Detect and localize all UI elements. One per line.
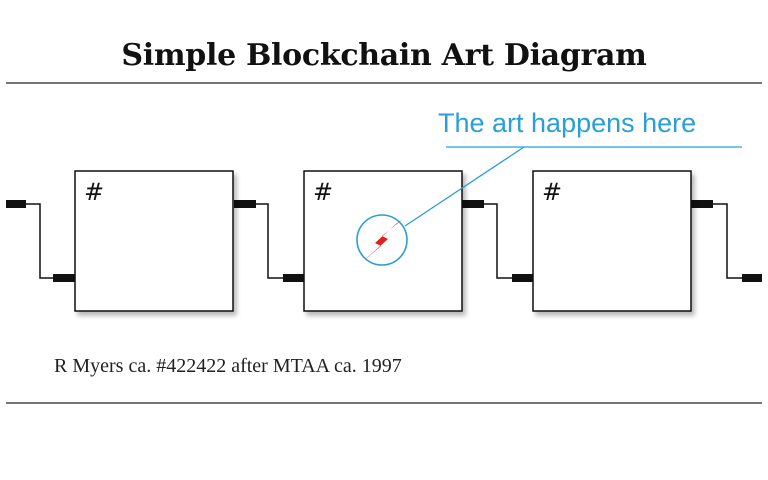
pad-b1-out: [234, 200, 256, 208]
block-1-hash: #: [84, 178, 104, 206]
block-1: #: [74, 170, 234, 312]
pad-b1-in: [53, 274, 75, 282]
pad-b2-in: [283, 274, 305, 282]
annotation-callout: The art happens here: [404, 108, 742, 227]
lightning-bolt-icon: [361, 219, 403, 263]
block-2-hash: #: [313, 178, 333, 206]
connector-1-2: [253, 203, 283, 279]
connector-2-3: [481, 203, 512, 279]
block-3-hash: #: [542, 178, 562, 206]
pad-b2-out: [462, 200, 484, 208]
diagram-title: Simple Blockchain Art Diagram: [121, 38, 647, 73]
connector-pads: [6, 200, 762, 282]
connector-outgoing: [711, 203, 742, 279]
pad-b3-in: [512, 274, 534, 282]
callout-pointer: [404, 146, 525, 227]
annotation-label: The art happens here: [438, 108, 696, 138]
art-marker: [356, 214, 408, 266]
pad-b3-out: [691, 200, 713, 208]
pad-start: [6, 200, 26, 208]
chain-connectors: [24, 203, 742, 279]
connector-incoming: [24, 203, 55, 279]
credit-caption: R Myers ca. #422422 after MTAA ca. 1997: [54, 355, 402, 377]
block-3: #: [532, 170, 692, 312]
pad-end: [742, 274, 762, 282]
